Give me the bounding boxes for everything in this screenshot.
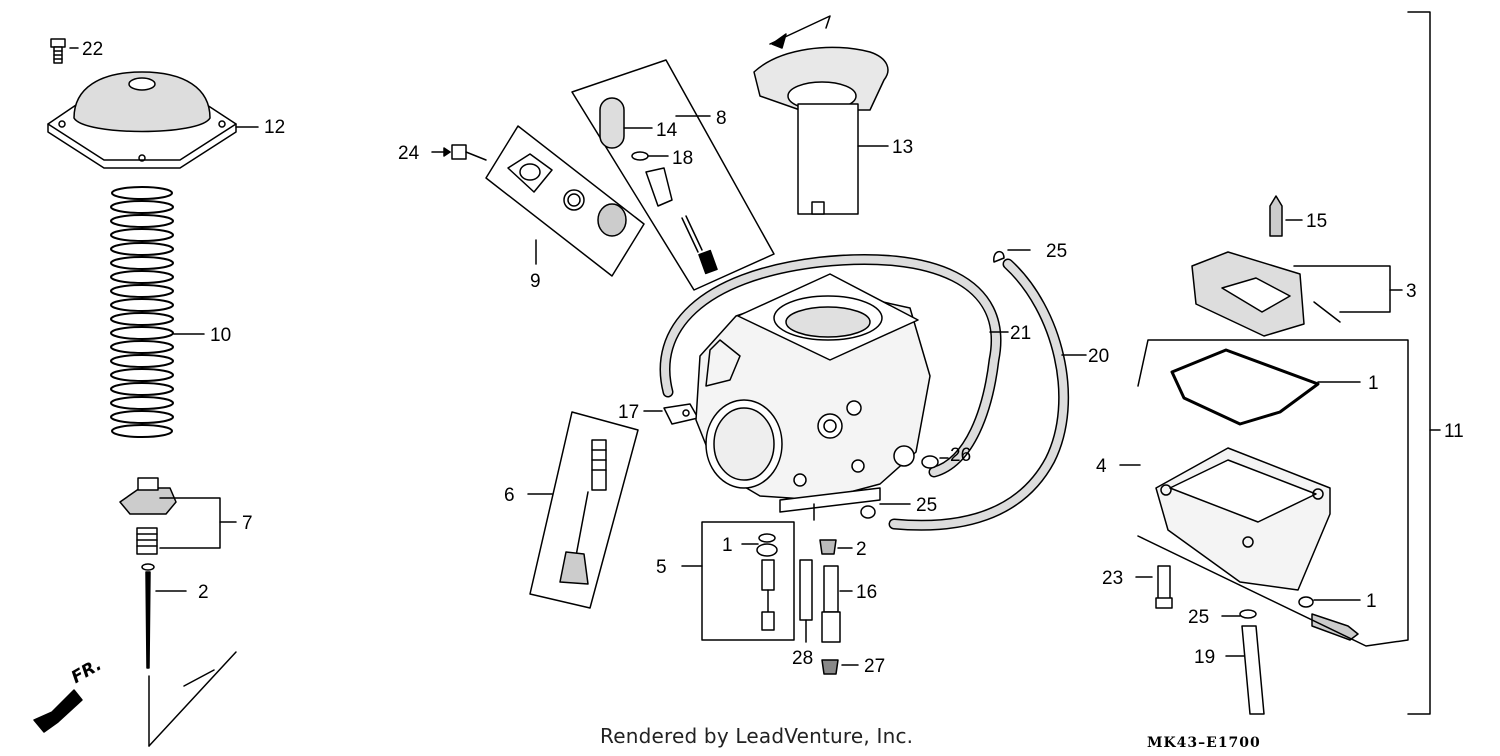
label-22: 22 xyxy=(82,39,103,60)
label-3: 3 xyxy=(1406,281,1417,302)
part-15-float-valve xyxy=(1269,195,1303,237)
label-6: 6 xyxy=(504,485,515,506)
label-23: 23 xyxy=(1102,568,1123,589)
label-1-oring: 1 xyxy=(1366,591,1377,612)
label-14: 14 xyxy=(656,120,678,141)
part-6-starter-valve-group xyxy=(527,411,639,609)
label-28: 28 xyxy=(792,648,813,669)
part-27-main-jet xyxy=(821,659,859,675)
label-15: 15 xyxy=(1306,211,1327,232)
label-21: 21 xyxy=(1010,323,1031,344)
label-27: 27 xyxy=(864,656,885,677)
part-25-clip-lower xyxy=(1221,609,1257,619)
part-2-jet-needle xyxy=(141,563,237,747)
part-9-accelerator-pump-group xyxy=(485,125,645,277)
part-2-jet-plug xyxy=(819,539,853,555)
part-10-spring xyxy=(110,186,174,438)
part-11-assembly-bracket xyxy=(1407,11,1431,715)
label-20: 20 xyxy=(1088,346,1109,367)
part-24-bolt xyxy=(431,144,487,161)
part-4-float-chamber xyxy=(1119,447,1361,641)
label-25-top: 25 xyxy=(1046,241,1067,262)
label-17: 17 xyxy=(618,402,639,423)
label-2-plug: 2 xyxy=(856,539,867,560)
label-2-needle: 2 xyxy=(198,582,209,603)
label-25-lower: 25 xyxy=(1188,607,1209,628)
part-1-float-chamber-gasket xyxy=(1170,348,1361,426)
part-3-float xyxy=(1191,251,1403,337)
label-9: 9 xyxy=(530,271,541,292)
part-13-diaphragm-piston xyxy=(753,15,889,215)
part-16-needle-jet-holder xyxy=(821,565,853,643)
part-22-screw xyxy=(50,38,79,64)
label-11: 11 xyxy=(1444,421,1464,442)
part-12-top-cover xyxy=(47,71,259,169)
label-18: 18 xyxy=(672,148,693,169)
label-25-mid: 25 xyxy=(916,495,937,516)
part-28-slow-jet xyxy=(799,559,813,643)
part-8-pilot-screw-group xyxy=(571,59,775,291)
part-25-clip-mid xyxy=(860,503,911,519)
render-credit: Rendered by LeadVenture, Inc. xyxy=(600,724,914,748)
label-8: 8 xyxy=(716,108,727,129)
label-16: 16 xyxy=(856,582,877,603)
part-4-group-box xyxy=(1137,339,1409,647)
label-4: 4 xyxy=(1096,456,1107,477)
carburetor-body xyxy=(659,254,1002,521)
diagram-code: MK43–E1700 xyxy=(1147,735,1261,751)
part-5-float-valve-group xyxy=(681,521,795,641)
part-19-drain-tube xyxy=(1225,625,1265,715)
label-26: 26 xyxy=(950,445,971,466)
part-7-needle-holder xyxy=(119,477,237,555)
label-5: 5 xyxy=(656,557,667,578)
label-1-gasket: 1 xyxy=(1368,373,1379,394)
part-17-gasket xyxy=(643,403,699,425)
label-7: 7 xyxy=(242,513,253,534)
part-23-screw xyxy=(1135,565,1173,609)
label-13: 13 xyxy=(892,137,913,158)
label-19: 19 xyxy=(1194,647,1215,668)
label-12: 12 xyxy=(264,117,285,138)
front-direction-arrow-icon xyxy=(33,689,83,733)
part-26-clip xyxy=(921,455,949,469)
label-10: 10 xyxy=(210,325,231,346)
label-24: 24 xyxy=(398,143,420,164)
part-25-clip-top xyxy=(993,249,1031,263)
label-1-float-valve: 1 xyxy=(722,535,733,556)
